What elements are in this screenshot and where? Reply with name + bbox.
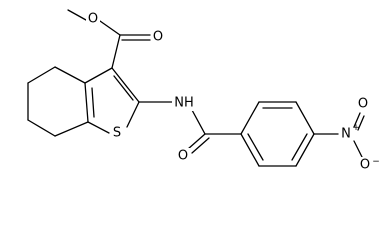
bond-n-o-bottom bbox=[353, 140, 363, 158]
bond-s-c7a bbox=[87, 121, 110, 134]
bond-carbonyl-c3 bbox=[111, 34, 121, 69]
bond-ar3-ar4 bbox=[295, 101, 315, 135]
bond-c4-c5 bbox=[27, 66, 56, 84]
bond-nh-carbonyl bbox=[191, 109, 206, 135]
ester-carbonyl-oxygen-atom: O bbox=[151, 29, 165, 45]
nitro-oxygen-bottom-atom: O − bbox=[358, 157, 380, 173]
nitro-oxygen-top-atom: O bbox=[356, 96, 370, 112]
ester-carbonyl-oxygen-label: O bbox=[153, 30, 163, 45]
bond-o-carbonyl bbox=[99, 20, 121, 36]
bond-c7a-c3a-inner bbox=[91, 87, 95, 118]
bonds bbox=[27, 9, 365, 167]
nitro-minus-charge: − bbox=[372, 157, 380, 167]
nitro-oxygen-bottom-label: O bbox=[360, 158, 370, 173]
bond-amide-co-2 bbox=[191, 137, 210, 154]
atom-labels: O O S NH O N + O O − bbox=[86, 11, 380, 173]
amide-oxygen-atom: O bbox=[176, 148, 190, 164]
sulfur-atom: S bbox=[110, 125, 124, 141]
bond-c3-c2 bbox=[111, 67, 140, 103]
bond-methyl-o bbox=[67, 9, 87, 21]
methyl-oxygen-label: O bbox=[88, 12, 98, 27]
methyl-oxygen-atom: O bbox=[86, 11, 100, 27]
nitro-oxygen-top-label: O bbox=[358, 97, 368, 112]
bond-n-o-top-1 bbox=[353, 112, 361, 128]
amide-nh-label: NH bbox=[174, 96, 194, 111]
bond-c3a-c3 bbox=[84, 67, 113, 84]
bond-c2-s bbox=[126, 101, 140, 128]
bond-ar4-ar5-inner bbox=[291, 133, 308, 161]
chemical-structure: O O S NH O N + O O − bbox=[27, 9, 380, 173]
nitro-plus-charge: + bbox=[352, 123, 360, 133]
bond-c6-c7 bbox=[27, 119, 56, 137]
bond-ar6-ar1-inner bbox=[247, 133, 264, 161]
bond-n-o-top-2 bbox=[357, 115, 365, 131]
nitro-nitrogen-atom: N + bbox=[339, 123, 360, 142]
bond-c3-c2-inner bbox=[113, 75, 134, 101]
bond-c7-c7a bbox=[54, 121, 89, 137]
sulfur-label: S bbox=[113, 126, 121, 141]
bond-amide-co-1 bbox=[187, 133, 206, 150]
bond-ar6-ar1 bbox=[240, 133, 260, 167]
bond-ar1-ar2 bbox=[240, 101, 260, 135]
amide-nh-atom: NH bbox=[172, 95, 196, 111]
amide-oxygen-label: O bbox=[178, 149, 188, 164]
bond-c7a-c3a bbox=[84, 82, 89, 123]
nitro-nitrogen-label: N bbox=[341, 127, 351, 142]
bond-ar4-ar5 bbox=[295, 133, 315, 167]
bond-c3a-c4 bbox=[54, 66, 86, 84]
